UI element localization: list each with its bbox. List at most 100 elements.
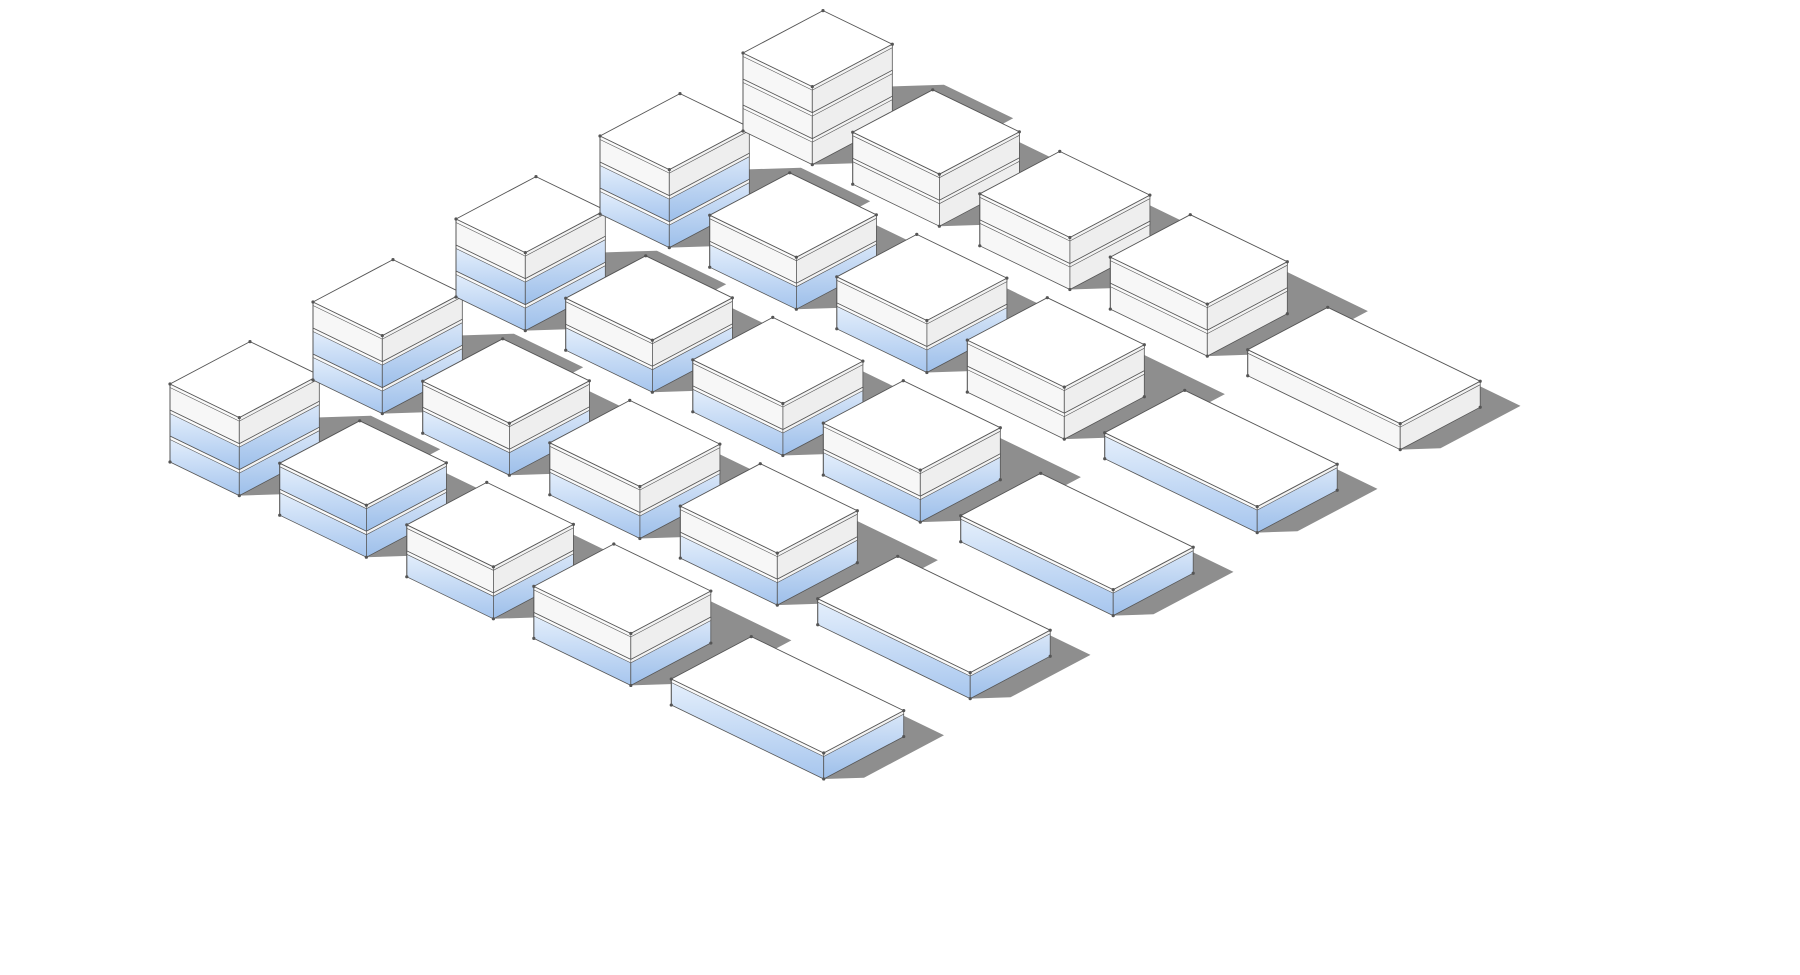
corner-dot bbox=[1068, 235, 1072, 240]
corner-dot bbox=[444, 461, 448, 465]
corner-dot bbox=[965, 390, 969, 394]
corner-dot bbox=[650, 338, 654, 342]
corner-dot bbox=[421, 431, 425, 435]
corner-dot bbox=[650, 390, 654, 394]
corner-dot bbox=[405, 575, 409, 579]
building-shadow-r1-c4 bbox=[897, 581, 1091, 699]
corner-dot bbox=[454, 217, 458, 221]
corner-dot bbox=[896, 554, 900, 558]
corner-dot bbox=[564, 296, 568, 300]
building-r2-c1 bbox=[564, 254, 734, 394]
corner-dot bbox=[168, 382, 172, 386]
corner-dot bbox=[629, 631, 633, 636]
corner-dot bbox=[1111, 588, 1115, 592]
corner-dot bbox=[532, 636, 536, 641]
corner-dot bbox=[311, 378, 315, 382]
building-r0-c4 bbox=[669, 635, 906, 781]
corner-dot bbox=[1478, 405, 1482, 409]
corner-dot bbox=[1111, 614, 1115, 618]
corner-dot bbox=[741, 129, 745, 133]
corner-dot bbox=[874, 213, 878, 217]
corner-dot bbox=[749, 635, 753, 639]
corner-dot bbox=[629, 683, 633, 688]
building-r2-c2 bbox=[691, 315, 865, 458]
corner-dot bbox=[678, 504, 682, 508]
building-r1-c1 bbox=[421, 337, 591, 477]
corner-dot bbox=[507, 473, 511, 477]
corner-dot bbox=[364, 503, 368, 507]
corner-dot bbox=[678, 556, 682, 560]
corner-dot bbox=[1039, 471, 1043, 475]
corner-dot bbox=[708, 265, 712, 269]
corner-dot bbox=[741, 51, 745, 55]
corner-dot bbox=[775, 551, 779, 555]
corner-dot bbox=[523, 329, 527, 333]
corner-dot bbox=[1205, 302, 1209, 306]
corner-dot bbox=[598, 134, 602, 138]
building-r4-c3 bbox=[1108, 213, 1289, 358]
corner-dot bbox=[1255, 505, 1259, 509]
corner-dot bbox=[781, 453, 785, 458]
corner-dot bbox=[998, 426, 1002, 430]
corner-dot bbox=[851, 130, 855, 134]
building-r4-c0 bbox=[741, 8, 894, 167]
building-shadow-r3-c4 bbox=[1184, 415, 1378, 533]
building-r4-c4 bbox=[1246, 305, 1482, 452]
corner-dot bbox=[628, 398, 632, 402]
corner-dot bbox=[1142, 343, 1146, 347]
corner-dot bbox=[1183, 388, 1187, 392]
building-r3-c3 bbox=[965, 296, 1146, 441]
corner-dot bbox=[978, 244, 982, 248]
building-r0-c2 bbox=[405, 480, 576, 621]
building-r2-c4 bbox=[959, 471, 1195, 618]
corner-dot bbox=[667, 168, 671, 172]
corner-dot bbox=[718, 442, 722, 446]
corner-dot bbox=[821, 421, 825, 425]
building-r1-c4 bbox=[816, 554, 1052, 701]
corner-dot bbox=[925, 370, 929, 375]
corner-dot bbox=[918, 468, 922, 472]
corner-dot bbox=[1103, 431, 1107, 435]
corner-dot bbox=[959, 540, 963, 544]
corner-dot bbox=[1045, 296, 1049, 300]
corner-dot bbox=[965, 338, 969, 342]
corner-dot bbox=[168, 460, 172, 464]
building-r0-c0 bbox=[168, 340, 321, 498]
corner-dot bbox=[1103, 457, 1107, 461]
corner-dot bbox=[237, 416, 241, 420]
corner-dot bbox=[1062, 437, 1066, 441]
corner-dot bbox=[669, 703, 673, 707]
building-shadow-r0-c4 bbox=[751, 661, 944, 779]
corner-dot bbox=[421, 379, 425, 383]
corner-dot bbox=[708, 213, 712, 217]
corner-dot bbox=[931, 88, 935, 92]
corner-dot bbox=[612, 542, 616, 546]
corner-dot bbox=[810, 85, 814, 89]
corner-dot bbox=[644, 254, 648, 258]
corner-dot bbox=[1285, 260, 1289, 264]
corner-dot bbox=[968, 697, 972, 701]
building-r0-c3 bbox=[532, 542, 713, 688]
corner-dot bbox=[937, 172, 941, 176]
corner-dot bbox=[454, 295, 458, 299]
corner-dot bbox=[237, 494, 241, 498]
corner-dot bbox=[851, 182, 855, 186]
corner-dot bbox=[855, 561, 859, 565]
corner-dot bbox=[278, 513, 282, 517]
building-r2-c3 bbox=[821, 379, 1002, 524]
corner-dot bbox=[788, 171, 792, 175]
corner-dot bbox=[835, 327, 839, 331]
corner-dot bbox=[638, 536, 642, 541]
corner-dot bbox=[1148, 193, 1152, 197]
corner-dot bbox=[1285, 312, 1289, 316]
building-r1-c3 bbox=[678, 462, 859, 607]
corner-dot bbox=[998, 478, 1002, 482]
corner-dot bbox=[1108, 255, 1112, 259]
corner-dot bbox=[491, 565, 495, 569]
corner-dot bbox=[959, 514, 963, 518]
corner-dot bbox=[638, 484, 642, 489]
corner-dot bbox=[821, 8, 825, 13]
corner-dot bbox=[1017, 130, 1021, 134]
corner-dot bbox=[1142, 395, 1146, 399]
corner-dot bbox=[968, 671, 972, 675]
